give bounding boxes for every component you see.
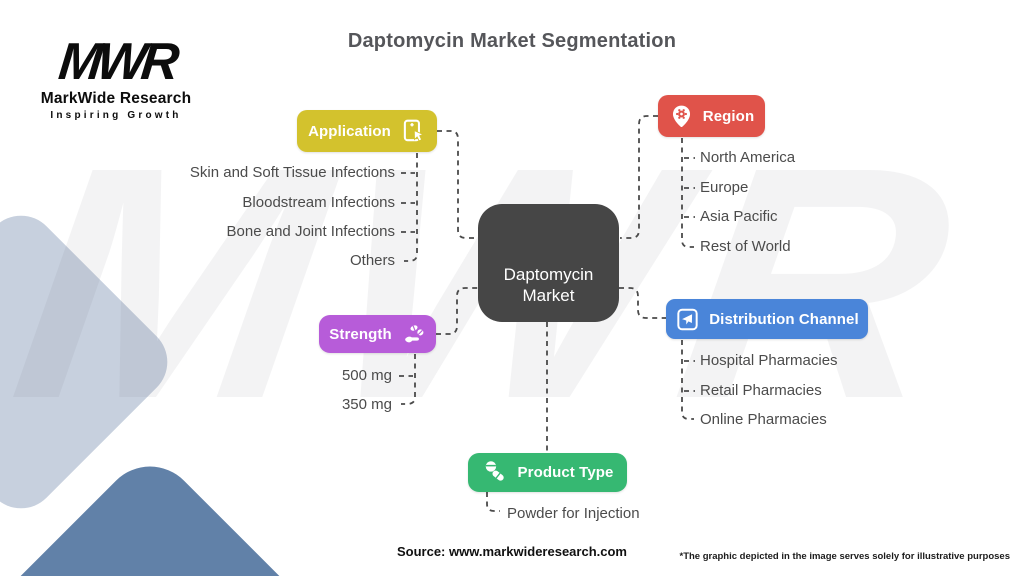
node-distribution-channel-label: Distribution Channel <box>709 310 859 328</box>
node-strength-label: Strength <box>329 325 392 343</box>
distribution-item: Hospital Pharmacies <box>700 352 838 369</box>
pills-icon <box>482 459 509 486</box>
node-region: Region <box>658 95 765 137</box>
rail-product-item <box>486 492 500 512</box>
strength-item: 350 mg <box>341 396 392 413</box>
node-application-label: Application <box>308 122 391 140</box>
region-item: Asia Pacific <box>700 208 778 225</box>
disclaimer-text: *The graphic depicted in the image serve… <box>679 551 1011 562</box>
page-title: Daptomycin Market Segmentation <box>347 30 677 52</box>
strength-item: 500 mg <box>341 367 392 384</box>
distribution-item: Retail Pharmacies <box>700 382 822 399</box>
node-region-label: Region <box>702 107 755 125</box>
source-text: Source: www.markwideresearch.com <box>396 544 627 559</box>
product-type-item: Powder for Injection <box>507 505 640 522</box>
distribution-item: Online Pharmacies <box>700 411 827 428</box>
region-item: Europe <box>700 179 749 196</box>
logo-name: MarkWide Research <box>40 90 192 107</box>
node-distribution-channel: Distribution Channel <box>666 299 868 339</box>
medical-report-icon <box>400 118 426 144</box>
node-strength: Strength <box>319 315 436 353</box>
logo-tagline: Inspiring Growth <box>50 110 182 121</box>
markwide-logo: MWR MarkWide Research Inspiring Growth <box>36 33 196 121</box>
application-item: Others <box>349 252 395 269</box>
node-product-type-label: Product Type <box>517 464 614 481</box>
application-item: Bone and Joint Infections <box>226 223 395 240</box>
region-item: North America <box>700 149 796 166</box>
node-application: Application <box>297 110 437 152</box>
hand-pills-icon <box>401 322 426 347</box>
application-item: Skin and Soft Tissue Infections <box>189 164 395 181</box>
center-node-daptomycin-market: Daptomycin Market <box>478 204 619 322</box>
center-node-label: Daptomycin Market <box>503 265 594 305</box>
application-item: Bloodstream Infections <box>242 194 395 211</box>
map-pin-gear-icon <box>669 104 694 129</box>
document-send-icon <box>675 307 700 332</box>
node-product-type: Product Type <box>468 453 627 492</box>
region-item: Rest of World <box>700 238 791 255</box>
